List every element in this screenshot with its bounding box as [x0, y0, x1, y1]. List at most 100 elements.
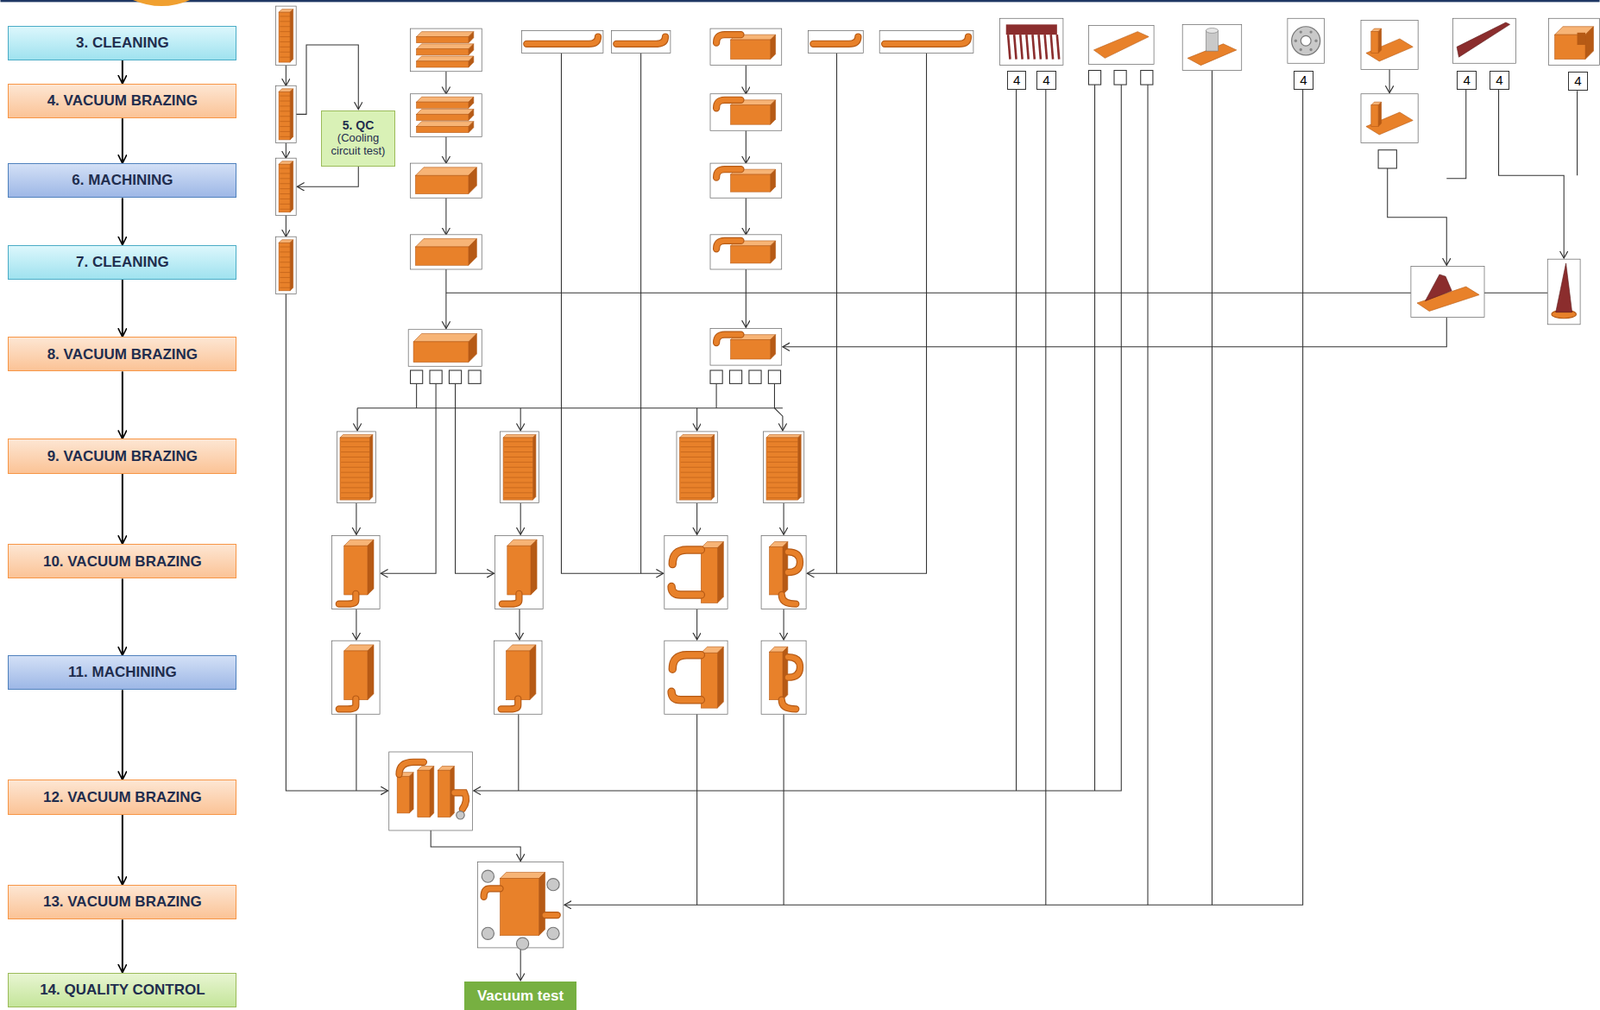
part-illustration [279, 188, 290, 189]
part-illustration [672, 549, 701, 565]
part-illustration [279, 287, 290, 289]
empty-square [729, 370, 742, 384]
flow-arrow [121, 473, 124, 545]
part-illustration [1088, 25, 1154, 65]
part-thumbnail [521, 30, 604, 53]
part-illustration [716, 169, 741, 177]
part-illustration [761, 535, 807, 609]
part-illustration [1051, 34, 1053, 59]
part-illustration [279, 125, 290, 127]
part-illustration [416, 113, 469, 120]
part-illustration [676, 431, 718, 504]
part-thumbnail [410, 94, 483, 138]
part-illustration [484, 888, 501, 896]
part-illustration [812, 37, 858, 45]
empty-square [1114, 70, 1127, 86]
part-illustration [671, 586, 701, 595]
part-illustration [1360, 94, 1418, 144]
part-illustration [879, 30, 974, 53]
part-thumbnail [389, 751, 473, 831]
part-illustration [279, 115, 290, 117]
step-label: 9. VACUUM BRAZING [47, 447, 198, 466]
flow-wire [1446, 89, 1466, 179]
part-illustration [413, 333, 477, 341]
flow-wire [445, 269, 447, 329]
part-illustration [503, 434, 536, 438]
part-illustration [416, 61, 469, 68]
part-illustration [762, 431, 804, 504]
part-illustration [717, 541, 724, 604]
part-illustration [339, 699, 357, 710]
part-illustration [279, 41, 290, 43]
part-thumbnail [664, 640, 728, 714]
brazing-step: 12. VACUUM BRAZING [7, 779, 237, 814]
part-illustration [664, 535, 728, 609]
part-illustration [1360, 20, 1418, 70]
flow-wire [1045, 89, 1046, 905]
part-illustration [1287, 18, 1325, 63]
flow-wire [837, 52, 927, 574]
part-illustration [339, 593, 357, 605]
part-illustration [279, 136, 290, 138]
part-illustration [767, 446, 798, 448]
part-illustration [416, 121, 474, 127]
part-illustration [332, 535, 381, 609]
part-illustration [279, 131, 290, 133]
part-thumbnail [710, 163, 782, 198]
part-thumbnail [332, 640, 381, 714]
part-illustration [1007, 34, 1010, 59]
part-illustration [503, 466, 533, 468]
part-illustration [429, 766, 435, 818]
brazing-step: 9. VACUUM BRAZING [7, 438, 237, 473]
part-illustration [279, 168, 290, 170]
part-thumbnail [710, 328, 782, 366]
flow-wire [640, 52, 642, 574]
part-illustration [767, 466, 798, 468]
part-illustration [279, 203, 290, 205]
part-illustration [468, 333, 477, 362]
flow-wire [783, 503, 785, 536]
quantity-box: 4 [1007, 70, 1027, 90]
part-illustration [279, 256, 290, 258]
part-thumbnail [493, 640, 542, 714]
part-illustration [521, 30, 604, 53]
part-illustration [493, 640, 542, 714]
part-illustration [767, 477, 798, 479]
part-illustration [501, 699, 519, 710]
part-illustration [468, 239, 477, 266]
part-illustration [680, 434, 715, 438]
part-illustration [276, 157, 297, 215]
part-illustration [545, 912, 558, 918]
step-label: 5. QC [342, 118, 375, 133]
cleaning-step: 7. CLEANING [7, 245, 237, 280]
part-illustration [545, 911, 558, 919]
part-illustration [344, 650, 368, 700]
part-illustration [761, 640, 807, 714]
part-illustration [339, 699, 357, 710]
flow-wire [696, 408, 698, 431]
part-illustration [409, 772, 414, 813]
part-illustration [389, 751, 473, 831]
part-illustration [279, 20, 290, 22]
part-illustration [884, 37, 969, 45]
part-thumbnail [410, 28, 483, 72]
quantity-box: 4 [1489, 70, 1509, 90]
part-illustration [680, 477, 712, 479]
flow-wire [564, 89, 1304, 905]
part-illustration [410, 234, 483, 270]
part-illustration [812, 37, 858, 45]
part-illustration [340, 491, 370, 493]
step-label: 11. MACHINING [68, 663, 177, 681]
part-thumbnail [1452, 18, 1516, 63]
part-illustration [530, 539, 537, 595]
part-illustration [680, 497, 712, 498]
part-illustration [672, 655, 701, 670]
brazing-step: 8. VACUUM BRAZING [7, 336, 237, 372]
part-illustration [716, 100, 741, 108]
flow-wire [1211, 70, 1213, 906]
flow-wire [446, 292, 1412, 294]
flow-wire [430, 830, 521, 861]
part-illustration [415, 167, 477, 176]
part-illustration [468, 56, 474, 68]
part-illustration [730, 340, 771, 360]
